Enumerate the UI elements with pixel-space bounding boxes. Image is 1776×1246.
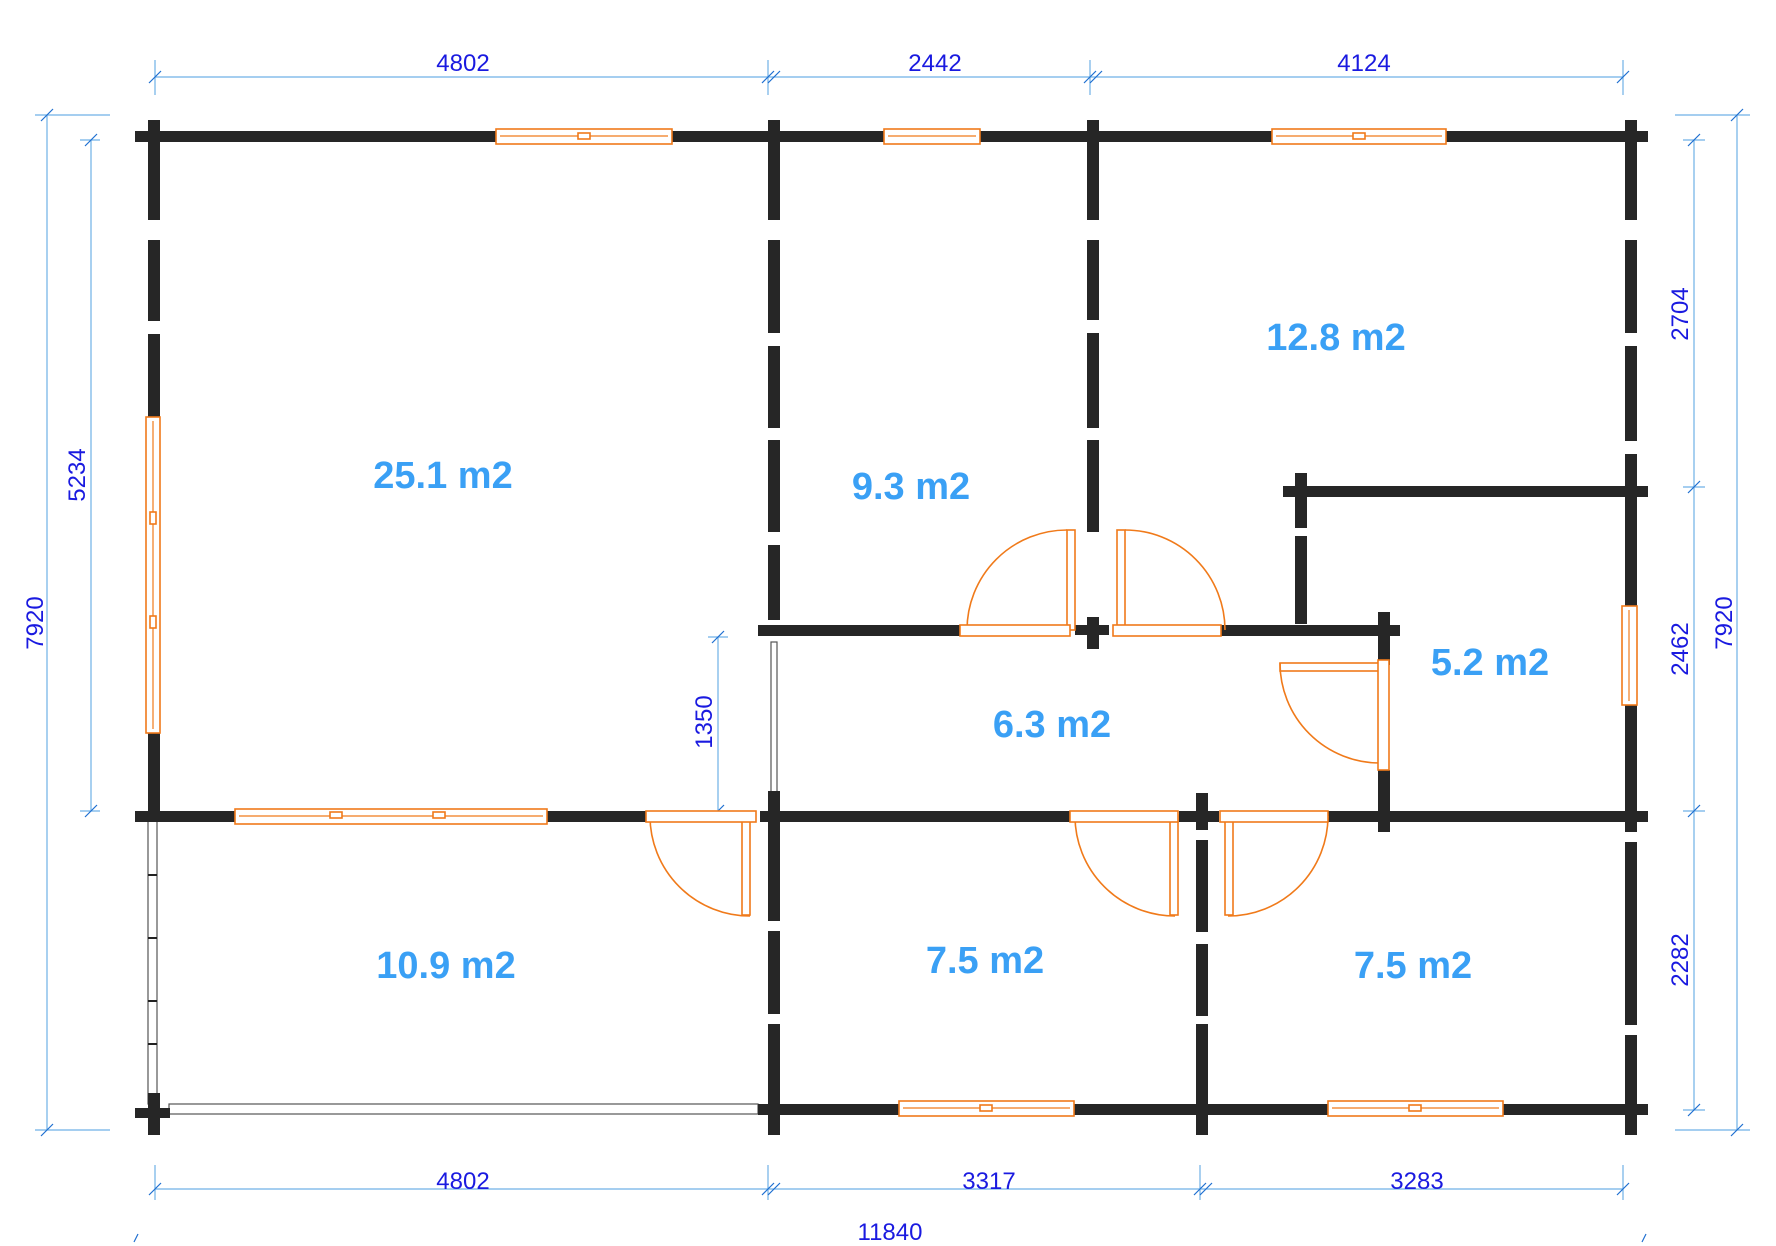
door-bathroom [1279, 659, 1390, 771]
dim-bottom-2: 3317 [962, 1168, 1015, 1195]
corner-posts [135, 120, 1648, 1135]
room-area-5-2: 5.2 m2 [1431, 642, 1549, 684]
dimension-labels: 4802 2442 4124 4802 3317 3283 11840 7920… [22, 50, 1738, 1246]
door-room-7-5-b [1219, 810, 1329, 917]
dimension-lines [35, 60, 1750, 1243]
dim-left-outer: 7920 [22, 596, 49, 649]
room-area-12-8: 12.8 m2 [1266, 317, 1405, 359]
door-room-7-5-a [1069, 810, 1179, 917]
thin-walls [147, 641, 778, 1115]
room-labels: 25.1 m2 9.3 m2 12.8 m2 5.2 m2 6.3 m2 10.… [373, 317, 1549, 987]
dim-top-3: 4124 [1337, 50, 1390, 77]
dim-right-outer: 7920 [1711, 596, 1738, 649]
door-bedroom-9-3 [959, 529, 1076, 637]
room-area-7-5-a: 7.5 m2 [926, 940, 1044, 982]
room-area-6-3: 6.3 m2 [993, 704, 1111, 746]
window-top-2 [883, 128, 981, 145]
dim-bottom-3: 3283 [1390, 1168, 1443, 1195]
dim-interior: 1350 [691, 695, 718, 748]
dim-left-inner: 5234 [64, 448, 91, 501]
dim-right-top: 2704 [1667, 287, 1694, 340]
room-area-10-9: 10.9 m2 [376, 945, 515, 987]
door-bedroom-12-8 [1112, 529, 1226, 637]
room-area-25-1: 25.1 m2 [373, 455, 512, 497]
window-bottom-1 [898, 1100, 1075, 1117]
window-left-1 [145, 416, 161, 734]
window-top-3 [1271, 128, 1447, 145]
door-room-10-9 [645, 810, 757, 917]
dim-top-1: 4802 [436, 50, 489, 77]
window-bottom-2 [1327, 1100, 1504, 1117]
room-area-9-3: 9.3 m2 [852, 466, 970, 508]
doors [645, 529, 1390, 917]
windows [145, 128, 1638, 1117]
window-right-1 [1621, 605, 1638, 706]
dim-bottom-1: 4802 [436, 1168, 489, 1195]
dim-right-middle: 2462 [1667, 622, 1694, 675]
room-area-7-5-b: 7.5 m2 [1354, 945, 1472, 987]
dim-right-bottom: 2282 [1667, 933, 1694, 986]
dim-top-2: 2442 [908, 50, 961, 77]
window-top-1 [495, 128, 673, 145]
window-middle-1 [234, 808, 548, 825]
dim-total-width: 11840 [858, 1219, 923, 1246]
